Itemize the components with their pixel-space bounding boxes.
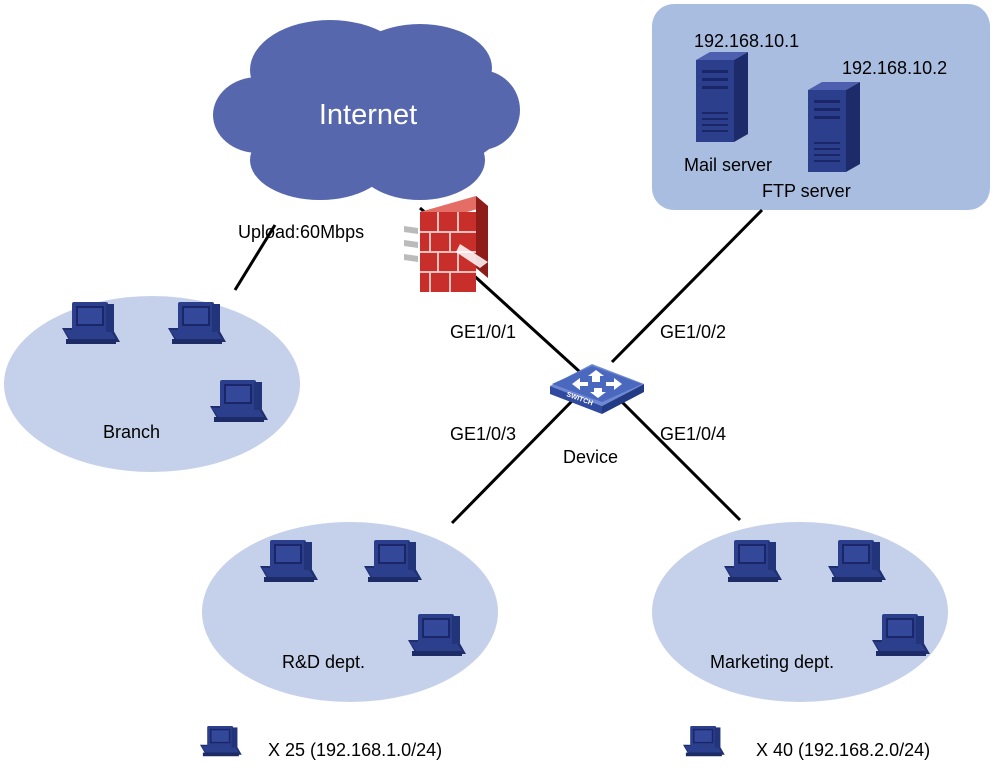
port-ge1-0-2: GE1/0/2 — [660, 322, 726, 342]
device-label: Device — [563, 447, 618, 467]
branch-label: Branch — [103, 422, 160, 442]
link-firewall-device — [468, 270, 582, 374]
rd-label: R&D dept. — [282, 652, 365, 672]
mail-server-icon — [696, 52, 748, 142]
cloud-icon — [213, 20, 520, 200]
mail-server-ip: 192.168.10.1 — [694, 31, 799, 51]
rd-area — [202, 522, 498, 702]
port-ge1-0-3: GE1/0/3 — [450, 424, 516, 444]
link-device-marketing — [616, 396, 742, 522]
ftp-server-ip: 192.168.10.2 — [842, 58, 947, 78]
marketing-area — [652, 522, 948, 702]
marketing-label: Marketing dept. — [710, 652, 834, 672]
legend-rd-text: X 25 (192.168.1.0/24) — [268, 740, 442, 760]
legend-rd: X 25 (192.168.1.0/24) — [200, 726, 442, 760]
mail-server-label: Mail server — [684, 155, 772, 175]
ftp-server-icon — [808, 82, 860, 172]
ftp-server-label: FTP server — [762, 181, 851, 201]
link-device-servers — [610, 208, 764, 364]
legend-marketing-text: X 40 (192.168.2.0/24) — [756, 740, 930, 760]
firewall-icon — [404, 196, 488, 292]
legend-pc-icon — [200, 726, 242, 757]
legend-marketing: X 40 (192.168.2.0/24) — [683, 726, 930, 760]
switch-icon: SWITCH — [550, 364, 644, 414]
internet-label: Internet — [319, 99, 417, 131]
port-ge1-0-4: GE1/0/4 — [660, 424, 726, 444]
port-ge1-0-1: GE1/0/1 — [450, 322, 516, 342]
legend-pc-icon — [683, 726, 725, 757]
link-internet-branch — [233, 224, 277, 291]
link-device-rd — [450, 396, 577, 525]
upload-label: Upload:60Mbps — [238, 222, 364, 242]
